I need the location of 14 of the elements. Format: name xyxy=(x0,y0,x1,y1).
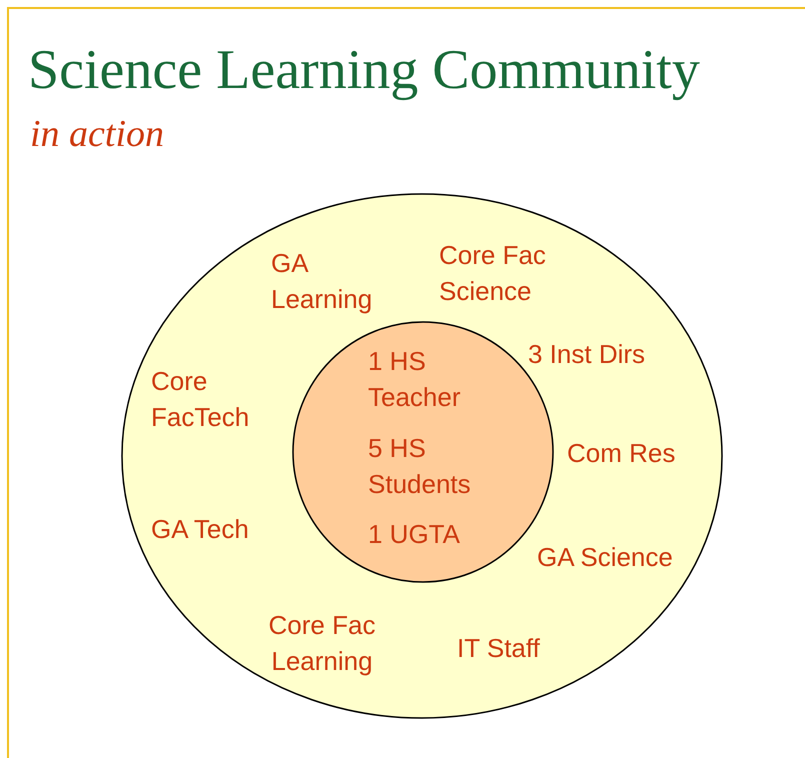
subtitle: in action xyxy=(30,112,164,156)
member-label: 1 UGTA xyxy=(368,518,461,551)
title: Science Learning Community xyxy=(28,38,700,102)
member-label: Core FacTech xyxy=(151,365,250,434)
member-label: 3 Inst Dirs xyxy=(528,338,646,371)
member-label: Core Fac Science xyxy=(439,239,547,308)
member-label: 1 HS Teacher xyxy=(368,345,462,414)
member-label: Com Res xyxy=(567,437,676,470)
member-label: GA Science xyxy=(537,541,674,574)
member-label: GA Tech xyxy=(151,513,250,546)
member-label: IT Staff xyxy=(457,632,541,665)
member-label: Core Fac Learning xyxy=(268,609,376,678)
member-label: GA Learning xyxy=(271,247,374,316)
member-label: 5 HS Students xyxy=(368,432,472,501)
